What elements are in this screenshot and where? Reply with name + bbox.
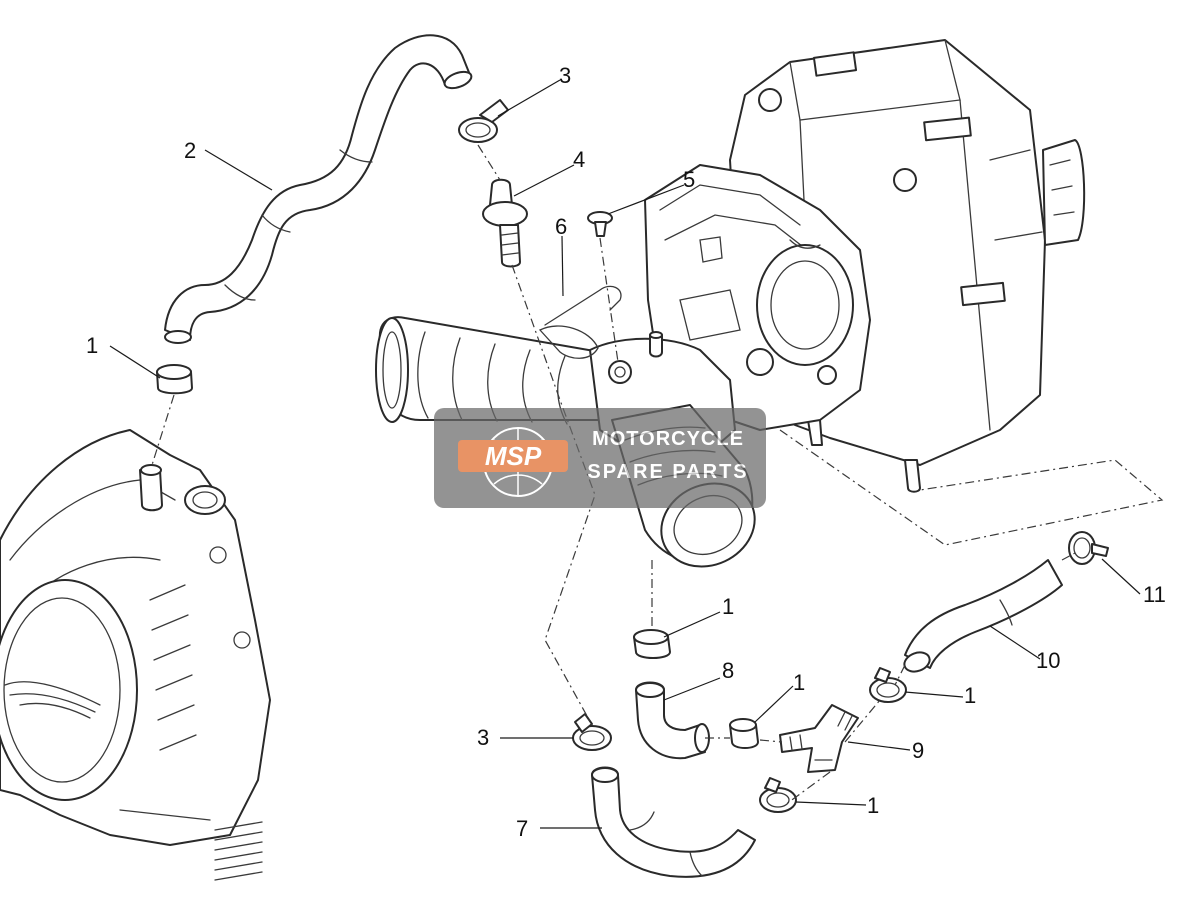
callout-1-right-lower: 1	[867, 793, 879, 818]
engine-crankcase-cover	[0, 429, 271, 881]
callout-1-left: 1	[86, 333, 98, 358]
watermark-line2: SPARE PARTS	[587, 461, 748, 483]
watermark-line1: MOTORCYCLE	[592, 428, 744, 450]
callout-1-center: 1	[722, 594, 734, 619]
breather-valve	[482, 178, 528, 268]
clamp-left	[156, 364, 193, 395]
clamp-right-upper	[869, 667, 907, 703]
screw	[587, 211, 613, 237]
spring-clamp-upper	[458, 99, 509, 143]
lower-breather-hose	[591, 766, 756, 878]
callout-3-lower: 3	[477, 725, 489, 750]
callout-1-right-upper: 1	[964, 683, 976, 708]
callout-8: 8	[722, 658, 734, 683]
callout-5: 5	[683, 167, 695, 192]
callout-10: 10	[1036, 648, 1060, 673]
hose	[903, 559, 1063, 673]
spring-clamp	[1068, 531, 1109, 565]
elbow-hose	[635, 681, 710, 760]
spring-clamp-lower	[572, 713, 612, 751]
clamp-right-lower	[759, 777, 797, 813]
callout-11: 11	[1143, 582, 1166, 607]
clamp-mid	[729, 718, 759, 749]
upper-breather-hose	[164, 34, 473, 344]
watermark-logo: MSP	[485, 441, 542, 471]
callout-6: 6	[555, 214, 567, 239]
leader-lines	[109, 79, 1141, 829]
callout-1-mid: 1	[793, 670, 805, 695]
assembly-lines	[151, 144, 1164, 806]
clamp-center	[633, 629, 671, 659]
callout-2: 2	[184, 138, 196, 163]
callout-4: 4	[573, 147, 585, 172]
callout-labels: 1 2 3 4 5 6 1 8 1 1 10 11 3 9 7 1	[86, 63, 1166, 841]
y-fitting	[779, 704, 859, 773]
callout-9: 9	[912, 738, 924, 763]
callout-3-upper: 3	[559, 63, 571, 88]
watermark: MSP MOTORCYCLE SPARE PARTS	[434, 408, 766, 508]
callout-7: 7	[516, 816, 528, 841]
